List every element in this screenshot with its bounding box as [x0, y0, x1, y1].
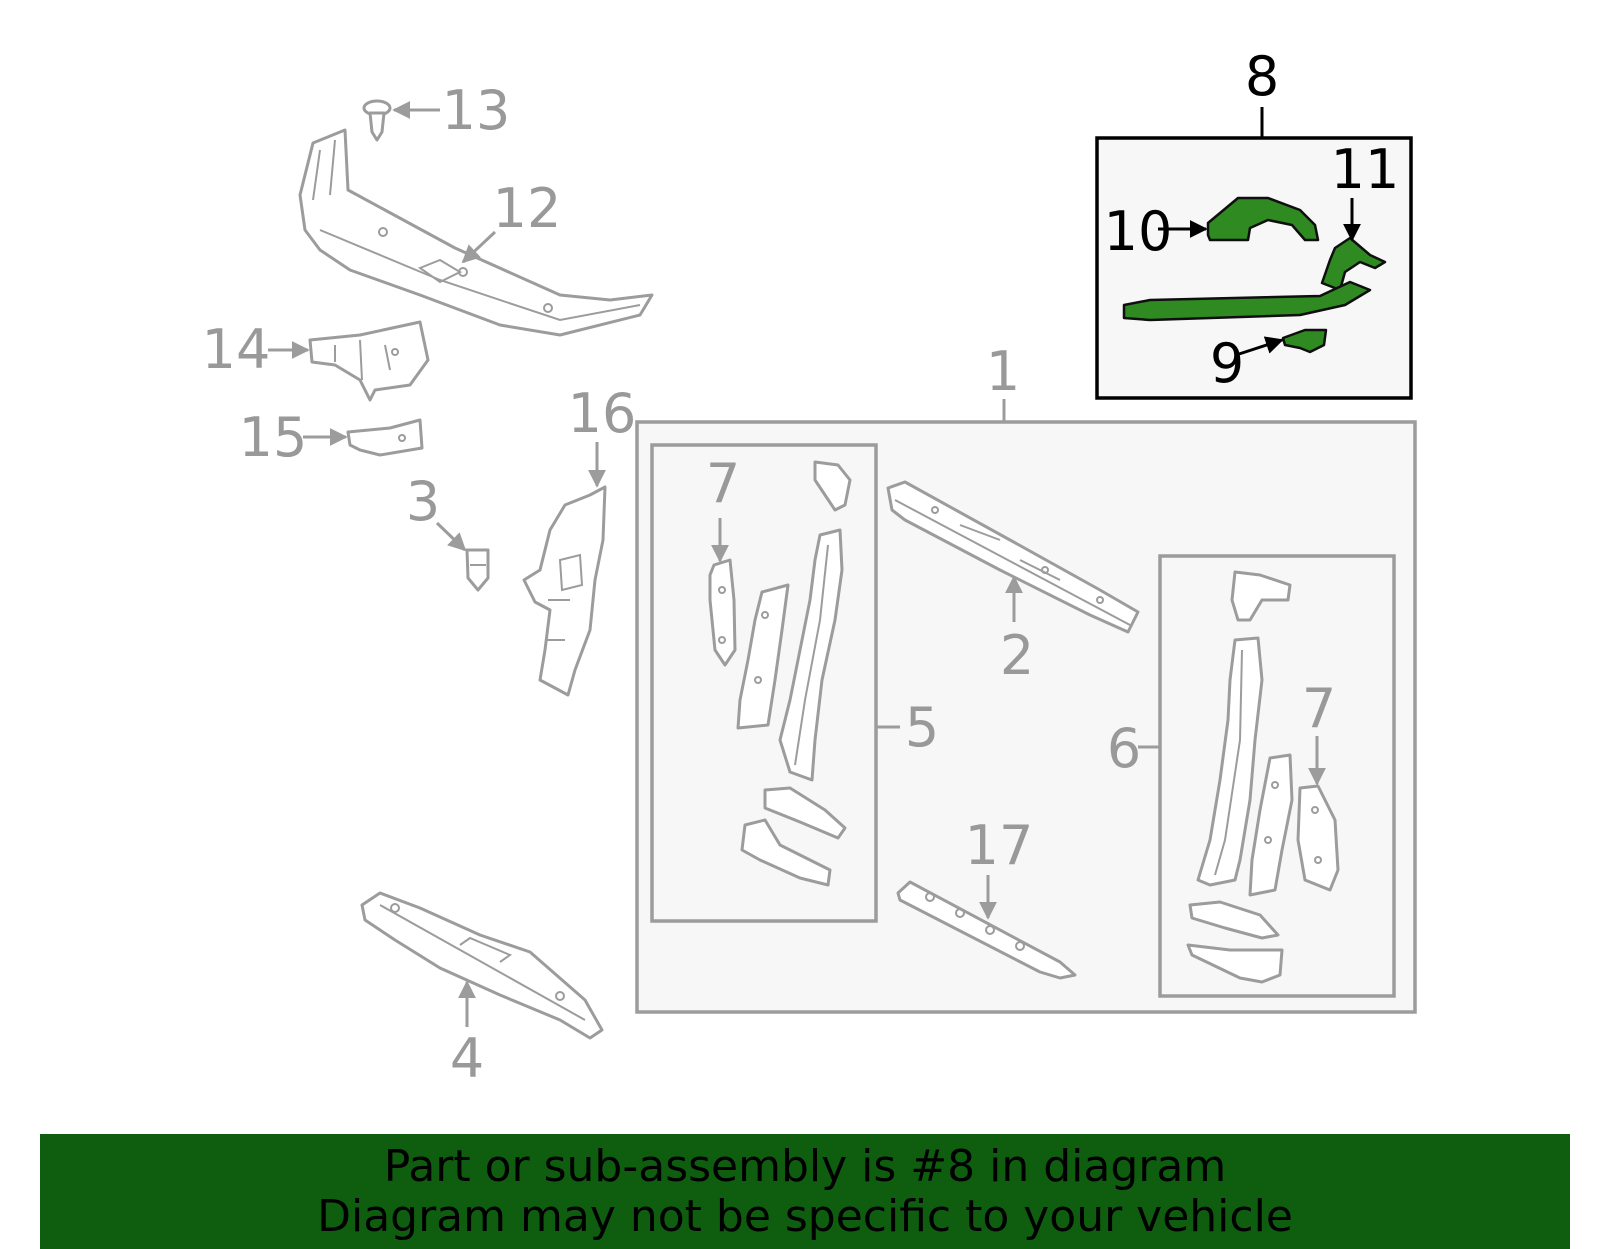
part-5-bracket-top [813, 460, 852, 512]
part-9-highlighted [1281, 328, 1328, 354]
callout-7-left: 7 [706, 452, 740, 515]
callout-9: 9 [1210, 332, 1244, 395]
part-5-pillar-b [778, 528, 844, 782]
part-13-clip [362, 99, 392, 142]
part-15-bracket [346, 418, 424, 457]
assembly-box-8 [1095, 136, 1413, 400]
banner-line-1: Part or sub-assembly is #8 in diagram [383, 1140, 1227, 1192]
callout-3: 3 [406, 470, 440, 533]
callout-14: 14 [202, 318, 271, 381]
part-14-bracket [308, 320, 430, 402]
part-6-bracket-top [1230, 570, 1292, 622]
part-16-side-support [522, 485, 607, 697]
part-10-highlighted [1206, 196, 1320, 242]
callout-1: 1 [986, 340, 1020, 403]
part-17-lower-bar [896, 880, 1077, 980]
callout-17: 17 [965, 814, 1034, 877]
part-3-clip [465, 548, 490, 592]
part-8-rail-highlighted [1122, 280, 1372, 322]
part-6-lower-a [1188, 900, 1280, 940]
part-12-upper-support [298, 128, 654, 337]
callout-12: 12 [493, 177, 562, 240]
callout-10: 10 [1104, 200, 1173, 263]
part-5-pillar-a [736, 583, 790, 730]
callout-13: 13 [442, 79, 511, 142]
part-11-highlighted [1320, 236, 1387, 292]
part-4-lower-support [360, 891, 604, 1040]
banner-line-2: Diagram may not be specific to your vehi… [317, 1190, 1293, 1242]
part-6-pillar-a [1196, 636, 1264, 887]
callout-7-right: 7 [1302, 677, 1336, 740]
info-banner: Part or sub-assembly is #8 in diagram Di… [40, 1134, 1570, 1249]
callout-16: 16 [568, 382, 637, 445]
part-5-lower-b [740, 818, 832, 887]
callout-6: 6 [1107, 717, 1141, 780]
part-2-crossmember [886, 480, 1140, 634]
callout-11: 11 [1331, 138, 1400, 201]
callout-8: 8 [1245, 45, 1279, 108]
part-5-lower-a [763, 786, 847, 840]
part-7-left [708, 558, 737, 667]
callout-2: 2 [1000, 624, 1034, 687]
callout-15: 15 [239, 406, 308, 469]
part-6-pillar-b [1248, 753, 1294, 897]
callout-4: 4 [450, 1027, 484, 1090]
part-6-lower-b [1186, 943, 1284, 984]
callout-5: 5 [905, 696, 939, 759]
part-7-right [1296, 784, 1340, 892]
